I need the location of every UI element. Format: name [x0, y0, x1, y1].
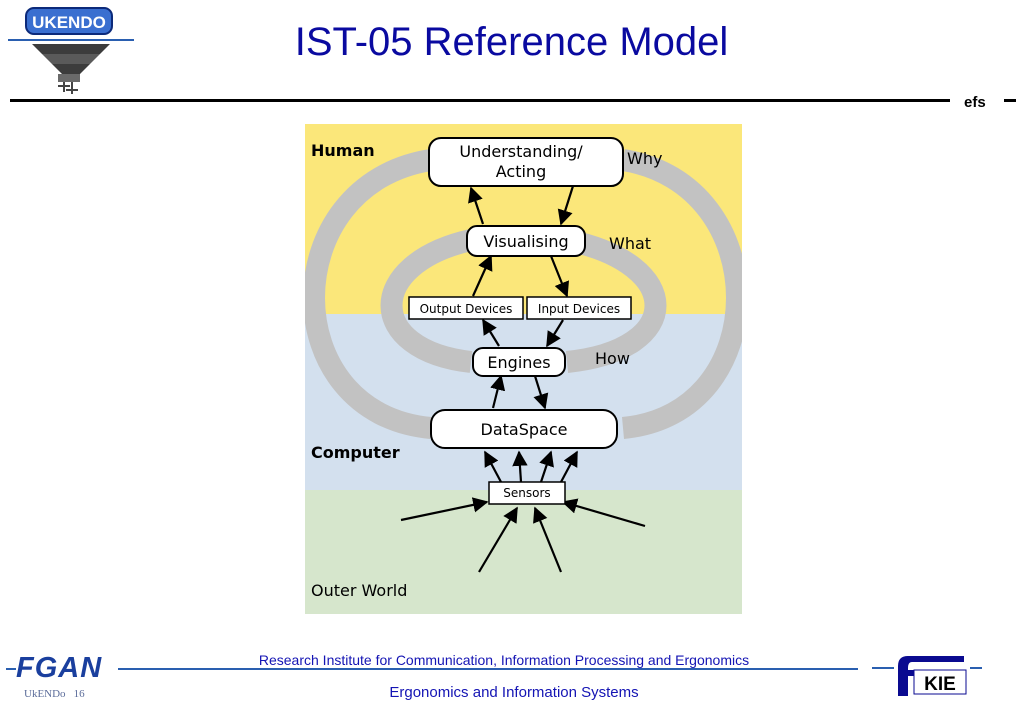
- arrow-sensors-to-dataspace-1: [484, 450, 502, 483]
- page-number: 16: [73, 688, 85, 700]
- arrow-understanding-to-visualising: [557, 185, 575, 226]
- arrow-engines-to-dataspace: [533, 375, 549, 410]
- kie-logo-text: KIE: [924, 674, 956, 695]
- ukendo-logo: UKENDO: [8, 7, 134, 94]
- logo-text: UKENDO: [32, 13, 106, 32]
- understanding-label-1: Understanding/: [459, 142, 583, 161]
- arrow-world-to-sensors-2: [478, 506, 518, 573]
- what-label: What: [609, 234, 651, 253]
- arrow-world-to-sensors-1: [400, 497, 489, 522]
- outer-world-layer-band: [305, 490, 742, 614]
- engines-label: Engines: [487, 353, 550, 372]
- loop-rings: [305, 149, 742, 439]
- arrow-sensors-to-dataspace-4: [560, 450, 578, 483]
- node-understanding: Understanding/ Acting: [428, 137, 624, 187]
- node-dataspace: DataSpace: [430, 409, 618, 449]
- why-label: Why: [627, 149, 662, 168]
- arrow-sensors-to-dataspace-3: [539, 450, 554, 483]
- footer-department: Ergonomics and Information Systems: [389, 684, 639, 701]
- corner-label: efs: [964, 94, 986, 111]
- dataspace-label: DataSpace: [481, 420, 568, 439]
- slide-number: UkENDo 16: [24, 688, 93, 700]
- footer-rule: [118, 668, 858, 670]
- outer-world-layer-label: Outer World: [311, 581, 407, 600]
- header-rule: [10, 99, 950, 102]
- input-devices-label: Input Devices: [538, 302, 620, 316]
- header-rule-tick: [1004, 99, 1016, 102]
- visualising-label: Visualising: [483, 232, 568, 251]
- arrow-output-to-visualising: [471, 254, 493, 297]
- arrow-visualising-to-understanding: [468, 186, 485, 225]
- footer-institute: Research Institute for Communication, In…: [258, 652, 750, 668]
- arrow-input-to-engines: [546, 319, 564, 348]
- arrow-sensors-to-dataspace-2: [512, 450, 528, 483]
- human-layer-label: Human: [311, 141, 375, 160]
- node-sensors: Sensors: [488, 481, 566, 505]
- what-loop-left: [380, 229, 474, 373]
- slide-title: IST-05 Reference Model: [294, 20, 729, 64]
- arrow-dataspace-to-engines: [490, 374, 506, 409]
- why-loop-left: [305, 149, 433, 439]
- node-output-devices: Output Devices: [408, 296, 524, 320]
- fgan-logo: FGAN: [16, 652, 103, 684]
- what-loop-right: [564, 229, 667, 373]
- arrow-world-to-sensors-3: [533, 506, 563, 573]
- output-devices-label: Output Devices: [420, 302, 513, 316]
- footer-dash: [6, 668, 16, 670]
- arrow-engines-to-output: [482, 318, 500, 347]
- arrow-visualising-to-input: [549, 255, 570, 298]
- reference-model-diagram: Understanding/ Acting Visualising Output…: [305, 124, 742, 614]
- flow-arrows: [400, 185, 646, 573]
- deck-name: UkENDo: [24, 688, 66, 700]
- computer-layer-label: Computer: [311, 443, 400, 462]
- arrow-world-to-sensors-4: [561, 498, 646, 528]
- node-input-devices: Input Devices: [526, 296, 632, 320]
- sensors-label: Sensors: [503, 486, 550, 500]
- understanding-label-2: Acting: [496, 162, 546, 181]
- why-loop-right: [621, 149, 742, 439]
- how-label: How: [595, 349, 630, 368]
- node-visualising: Visualising: [466, 225, 586, 257]
- node-engines: Engines: [472, 347, 566, 377]
- kie-logo: KIE: [872, 656, 982, 696]
